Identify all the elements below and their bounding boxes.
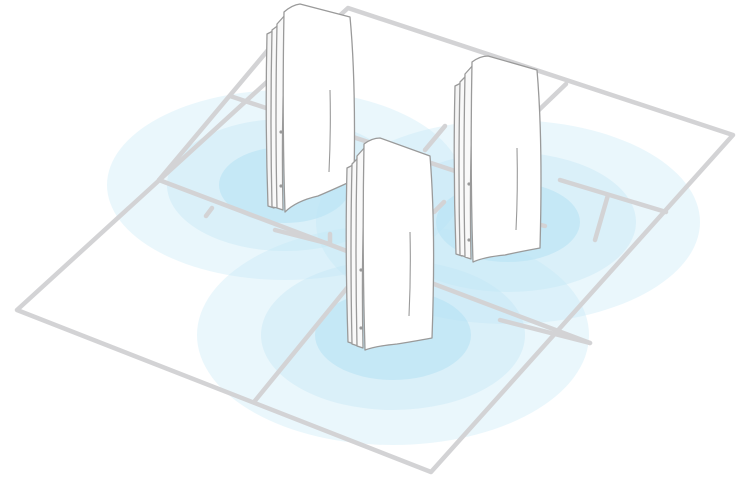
router-center-front-face	[362, 137, 435, 351]
router-right	[453, 55, 542, 263]
wall-inner-d	[422, 123, 448, 153]
wall-left-vertical	[156, 47, 271, 183]
wall-lower-left	[251, 285, 350, 405]
wall-far-right	[557, 177, 669, 215]
router-left	[265, 3, 356, 213]
wall-lower-right	[497, 317, 593, 346]
wall-inner-b	[272, 227, 333, 247]
wall-inner-e	[431, 199, 447, 215]
router-right-front-face	[470, 55, 542, 263]
floor-outline	[14, 5, 736, 475]
wall-inner-a	[203, 205, 215, 219]
wall-right-short	[592, 192, 611, 243]
router-center	[345, 137, 435, 351]
router-left-front-face	[282, 3, 356, 213]
